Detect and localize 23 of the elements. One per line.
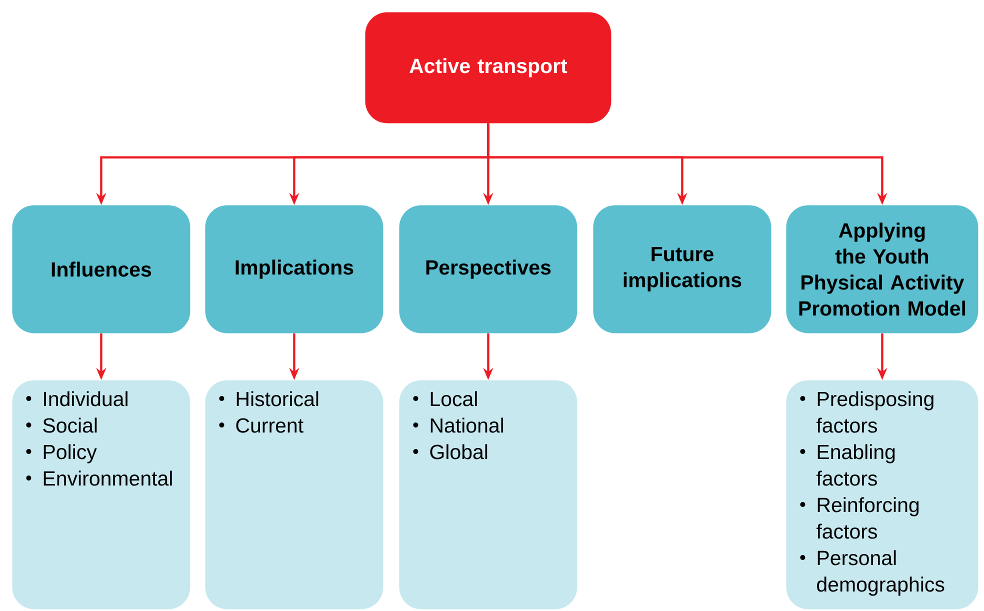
bullet-item: Enabling factors (800, 444, 895, 486)
bullet-item: Reinforcing factors (800, 497, 919, 539)
topic-box: Applying the Youth Physical Activity Promotion Model (786, 205, 978, 334)
bullet-item: Environmental (26, 470, 172, 486)
topic-box: Implications (205, 205, 384, 334)
bullet-item: Current (219, 418, 304, 433)
bullet-item: Historical (219, 391, 318, 406)
bullet-item: Policy (26, 444, 97, 464)
bullet-item: National (413, 418, 504, 433)
bullet-item: Local (413, 391, 477, 406)
topic-box: Future implications (593, 205, 772, 334)
list-box (399, 380, 578, 610)
list-box (12, 380, 190, 610)
bullet-item: Personal demographics (800, 550, 944, 596)
list-box (205, 380, 384, 610)
bullet-item: Predisposing factors (800, 391, 934, 433)
bullet-item: Social (26, 418, 97, 433)
topic-box: Perspectives (399, 205, 578, 334)
bullet-item: Individual (26, 391, 128, 406)
list-box (786, 380, 978, 610)
topic-box: Influences (12, 205, 190, 334)
bullet-item: Global (413, 444, 488, 460)
root-box: Active transport (365, 12, 612, 124)
